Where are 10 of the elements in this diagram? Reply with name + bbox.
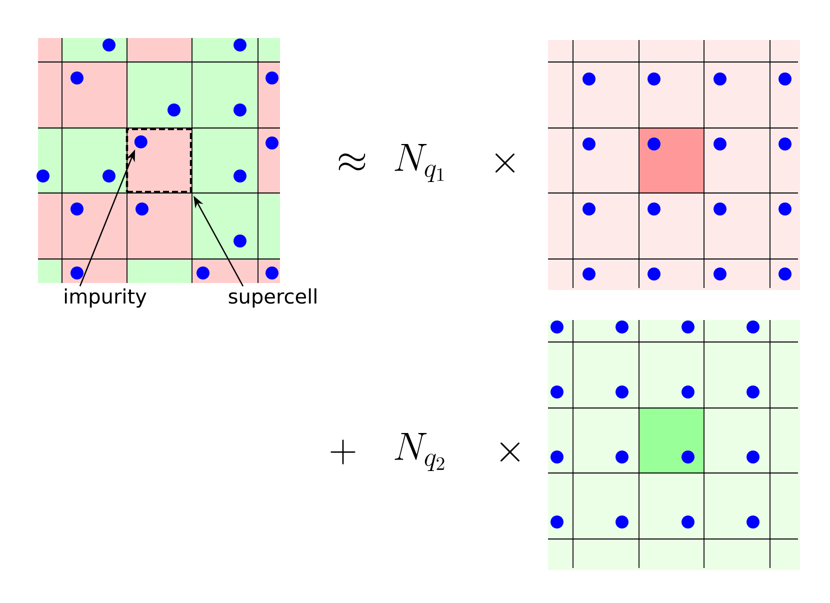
impurity-dot: [134, 135, 148, 148]
formula-term: $N_{q_1}$: [394, 144, 444, 182]
callout-text: impurity: [64, 288, 146, 308]
formula-term: $+$: [330, 440, 356, 464]
formula-term: $\times$: [495, 154, 514, 172]
callout-text: supercell: [228, 288, 316, 308]
formula-term: $\approx$: [338, 153, 366, 170]
supercell-box: [126, 128, 192, 194]
formula-term: $\times$: [500, 442, 520, 462]
formula-term: $N_{q_2}$: [394, 432, 444, 472]
